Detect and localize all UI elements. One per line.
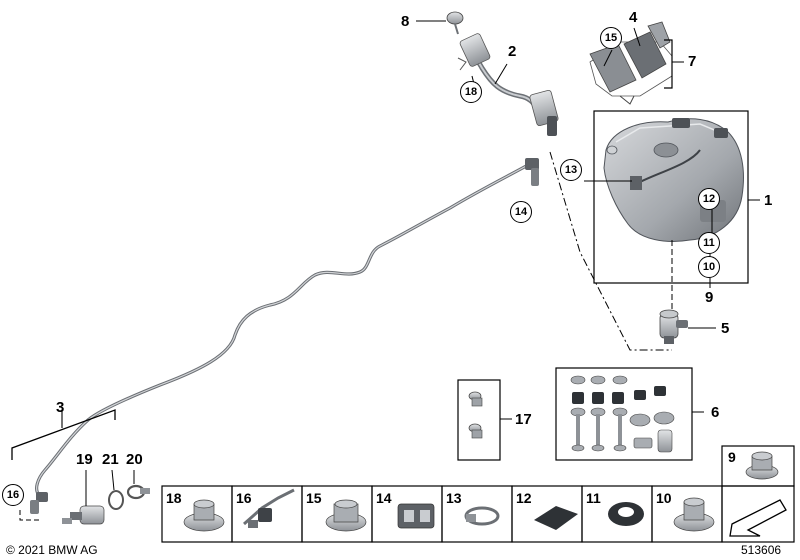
legend-label-14: 14	[376, 490, 392, 506]
callout-4: 4	[629, 9, 638, 26]
legend-part-14	[397, 503, 435, 529]
filler-neck	[457, 33, 559, 136]
callout-6: 6	[711, 404, 720, 421]
callout-20: 20	[126, 451, 143, 468]
callout-8: 8	[401, 13, 410, 30]
legend-label-9: 9	[728, 449, 736, 465]
kit-box-17	[457, 379, 501, 461]
callout-5: 5	[721, 320, 730, 337]
legend-label-11: 11	[586, 490, 601, 506]
callout-circle-12: 12	[698, 188, 720, 210]
callout-circle-13: 13	[560, 159, 582, 181]
legend-part-12	[534, 506, 578, 530]
callout-17: 17	[515, 411, 532, 428]
callout-circle-16: 16	[2, 484, 24, 506]
fuel-cap	[446, 11, 464, 35]
legend-label-16: 16	[236, 490, 252, 506]
fuel-line-connector-top	[525, 158, 539, 186]
ring-item-21	[108, 490, 124, 510]
bracket-item-3	[11, 409, 116, 460]
callout-circle-10: 10	[698, 256, 720, 278]
legend-label-15: 15	[306, 490, 322, 506]
legend-part-11	[608, 502, 644, 526]
tank-assembly-box	[593, 110, 749, 284]
legend-part-10	[673, 497, 715, 532]
legend-label-13: 13	[446, 490, 462, 506]
callout-21: 21	[102, 451, 119, 468]
callout-7: 7	[688, 53, 697, 70]
mounting-kit-6	[570, 375, 675, 453]
legend-label-10: 10	[656, 490, 672, 506]
screws-17	[468, 391, 483, 439]
legend-label-12: 12	[516, 490, 532, 506]
callout-circle-15: 15	[600, 27, 622, 49]
callout-3: 3	[56, 399, 65, 416]
document-number: 513606	[741, 543, 782, 557]
pump-item-5	[659, 309, 688, 344]
callout-2: 2	[508, 43, 517, 60]
callout-circle-18: 18	[460, 81, 482, 103]
callout-circle-11: 11	[698, 232, 720, 254]
kit-box-6	[555, 367, 693, 461]
legend-part-9	[745, 451, 779, 480]
fuel-tank	[603, 118, 744, 242]
copyright-notice: © 2021 BMW AG	[6, 543, 98, 557]
callout-circle-14: 14	[510, 201, 532, 223]
legend-part-15	[325, 499, 367, 532]
fuel-line-pipe	[35, 163, 529, 498]
legend-label-18: 18	[166, 490, 182, 506]
legend-strip-frame	[161, 445, 795, 543]
callout-1: 1	[764, 192, 773, 209]
valve-item-19	[62, 505, 105, 525]
legend-part-16	[243, 488, 295, 528]
legend-part-18	[183, 499, 225, 532]
fuel-line-connector-bottom	[30, 492, 48, 514]
legend-part-13	[464, 506, 500, 526]
callout-19: 19	[76, 451, 93, 468]
callout-9: 9	[705, 289, 714, 306]
arrow-icon	[729, 499, 787, 537]
clamp-item-20	[126, 484, 150, 500]
